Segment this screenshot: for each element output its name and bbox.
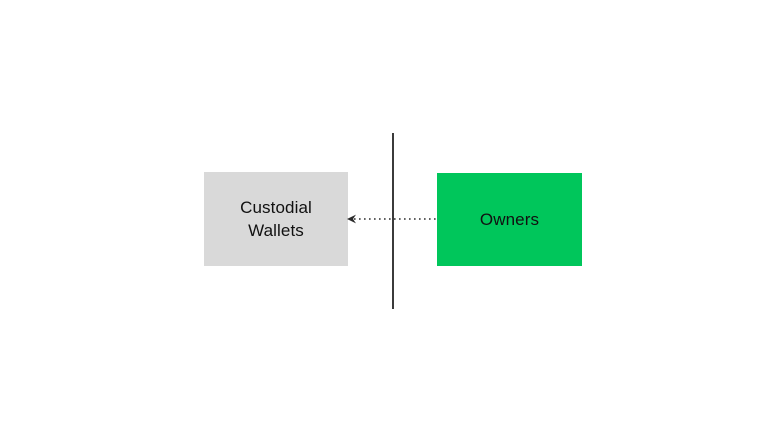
vertical-divider-line (392, 133, 394, 309)
node-custodial-wallets-label: Custodial Wallets (240, 197, 312, 240)
node-owners: Owners (437, 173, 582, 266)
node-owners-label: Owners (479, 209, 540, 229)
dotted-arrow-owners-to-custodial-wallets (347, 214, 437, 224)
node-custodial-wallets: Custodial Wallets (204, 172, 348, 266)
arrowhead-left-icon (347, 214, 356, 224)
